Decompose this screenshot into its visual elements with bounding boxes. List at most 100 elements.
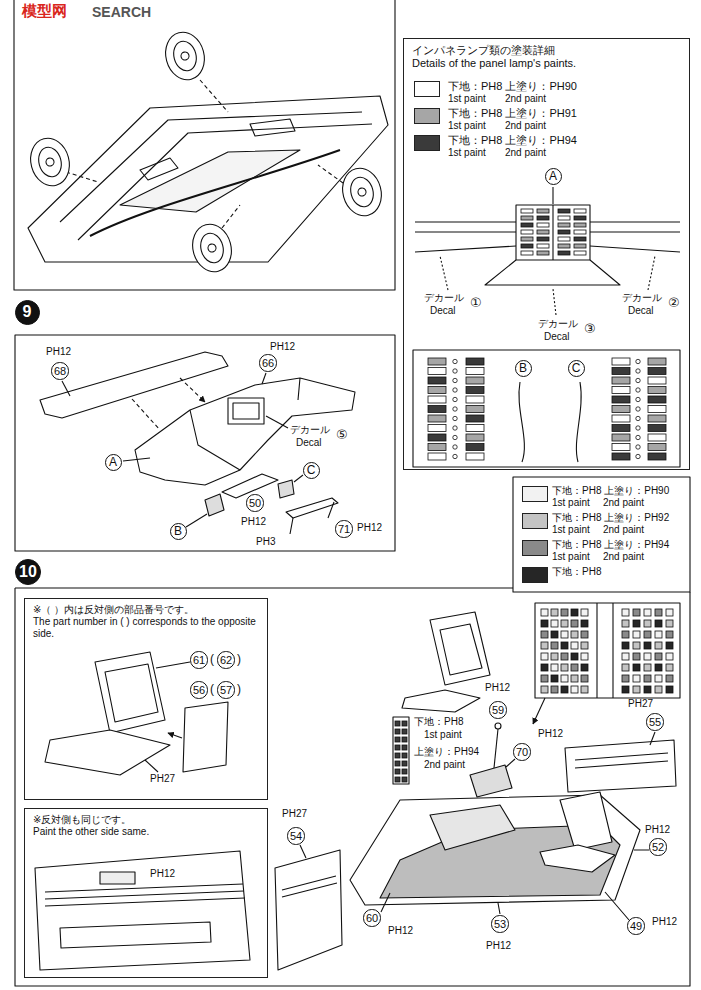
interior-drawing — [275, 603, 680, 970]
lamp-square — [428, 453, 446, 460]
chassis-drawing — [60, 112, 372, 240]
lamp-square — [574, 209, 586, 213]
lamp-square — [395, 777, 400, 782]
door-inset-drawing — [45, 884, 245, 906]
lamp-square — [655, 642, 662, 649]
part-number: 68 — [51, 362, 68, 379]
callout-text: 59 — [492, 705, 504, 716]
lamp-square — [648, 396, 666, 403]
lamp-square — [581, 631, 588, 638]
interior-drawing — [440, 624, 482, 675]
legend-text: 下地：PH8 上塗り：PH94 — [448, 134, 577, 147]
chassis-drawing — [197, 231, 226, 266]
callout-text: 10 — [19, 564, 37, 580]
lamp-grid — [395, 209, 673, 782]
lamp-square — [622, 653, 629, 660]
lamp-square — [537, 237, 549, 241]
lamp-square — [537, 244, 549, 248]
panel-detail-drawing — [485, 260, 620, 285]
callout-text: C — [572, 362, 581, 374]
lamp-square — [644, 664, 651, 671]
lamp-square — [571, 653, 578, 660]
dashboard-drawing — [294, 475, 303, 482]
lamp-dot — [453, 369, 457, 373]
lamp-square — [537, 223, 549, 227]
paint-note: 1st paint — [424, 729, 462, 741]
lamp-dot — [453, 407, 457, 411]
lamp-dot — [636, 445, 640, 449]
lamp-square — [395, 761, 400, 766]
chassis-drawing — [160, 28, 209, 84]
lamp-square — [551, 620, 558, 627]
chassis-drawing — [90, 150, 340, 236]
lamp-square — [561, 653, 568, 660]
lamp-square — [521, 209, 533, 213]
lamp-square — [622, 631, 629, 638]
part-number: 62 — [217, 651, 234, 668]
lamp-square — [537, 209, 549, 213]
lamp-square — [428, 415, 446, 422]
paint-note: 2nd paint — [603, 524, 644, 536]
lamp-square — [581, 675, 588, 682]
chassis-drawing — [35, 145, 64, 180]
lamp-square — [541, 664, 548, 671]
chassis-drawing — [357, 187, 367, 197]
paint-code: PH12 — [357, 522, 382, 534]
watermark-text: SEARCH — [92, 4, 151, 21]
lamp-square — [666, 664, 673, 671]
decal-label: Decal — [430, 305, 456, 317]
lamp-square — [666, 620, 673, 627]
frame-lines — [14, 0, 395, 290]
lamp-square — [466, 453, 484, 460]
lamp-square — [428, 377, 446, 384]
lamp-square — [541, 620, 548, 627]
paint-note: 2nd paint — [505, 147, 546, 159]
bracket-mark: ( — [210, 652, 214, 666]
chassis-drawing — [140, 119, 295, 180]
lamp-square — [648, 368, 666, 375]
paint-code: PH27 — [282, 808, 307, 820]
paint-note: 下地：PH8 — [414, 716, 463, 728]
lamp-square — [574, 223, 586, 227]
lamp-square — [655, 620, 662, 627]
lamp-dot — [453, 359, 457, 363]
lamp-square — [428, 425, 446, 432]
lamp-dot — [453, 397, 457, 401]
part-number: 61 — [190, 651, 207, 668]
lamp-dot — [636, 426, 640, 430]
lamp-square — [666, 686, 673, 693]
lamp-square — [466, 358, 484, 365]
lamp-dot — [453, 378, 457, 382]
lamp-square — [581, 653, 588, 660]
lamp-square — [395, 745, 400, 750]
callout-text: 66 — [262, 358, 274, 369]
lamp-square — [541, 686, 548, 693]
dashboard-drawing — [290, 502, 334, 534]
lamp-square — [581, 664, 588, 671]
interior-drawing — [393, 717, 409, 784]
lamp-square — [622, 609, 629, 616]
lamp-square — [655, 631, 662, 638]
view-marker: A — [545, 168, 562, 185]
lamp-square — [428, 396, 446, 403]
lamp-square — [574, 216, 586, 220]
paint-code: PH12 — [270, 341, 295, 353]
dashboard-drawing — [135, 378, 355, 485]
lamp-square — [428, 406, 446, 413]
lamp-square — [648, 453, 666, 460]
panel-detail-drawing — [519, 382, 581, 462]
decal-number: ③ — [584, 322, 596, 335]
lamp-dot — [636, 407, 640, 411]
paint-note: 2nd paint — [505, 93, 546, 105]
lamp-square — [655, 653, 662, 660]
seat-inset-drawing — [95, 652, 165, 733]
lamp-dot — [636, 359, 640, 363]
callout-text: 57 — [220, 685, 232, 696]
callout-text: 55 — [649, 717, 661, 728]
lamp-dot — [453, 445, 457, 449]
lamp-square — [466, 387, 484, 394]
lamp-square — [551, 664, 558, 671]
lamp-square — [612, 368, 630, 375]
callout-text: A — [549, 170, 557, 182]
view-marker: A — [105, 454, 122, 471]
